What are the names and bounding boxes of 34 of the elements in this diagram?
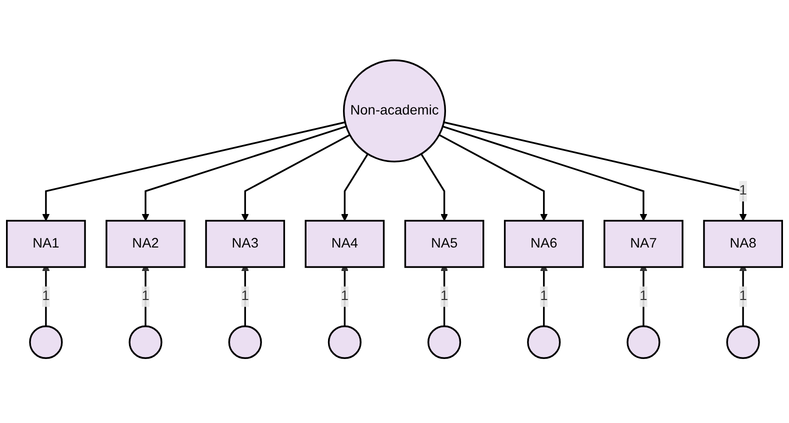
arrow bbox=[340, 154, 369, 222]
node-box: NA1 bbox=[6, 220, 86, 268]
node-box: NA7 bbox=[604, 220, 684, 268]
node-circle bbox=[527, 325, 561, 360]
node-circle bbox=[228, 325, 262, 360]
node-box: NA3 bbox=[205, 220, 286, 268]
node-box: NA8 bbox=[703, 220, 783, 268]
node-circle bbox=[726, 325, 760, 360]
node-circle bbox=[328, 325, 362, 360]
node-box: NA2 bbox=[106, 220, 186, 268]
node-circle bbox=[128, 325, 162, 360]
arrow bbox=[42, 121, 346, 222]
edge-label: 1 bbox=[340, 288, 349, 304]
arrow bbox=[444, 121, 747, 222]
edge-label: 1 bbox=[640, 288, 648, 304]
arrow bbox=[142, 126, 347, 222]
node-circle bbox=[29, 325, 63, 360]
edge-label: 1 bbox=[142, 288, 150, 304]
node-box: NA6 bbox=[504, 220, 584, 268]
edge-label: 1 bbox=[540, 288, 548, 304]
arrow bbox=[438, 134, 548, 222]
arrow bbox=[442, 126, 648, 222]
node-box: NA4 bbox=[304, 220, 385, 268]
edge-label: 1 bbox=[42, 288, 50, 304]
edge-label: 1 bbox=[241, 288, 249, 304]
arrow bbox=[241, 134, 350, 222]
node-circle bbox=[427, 325, 462, 360]
edge-label: 1 bbox=[440, 288, 448, 304]
node-circle: Non-academic bbox=[342, 59, 446, 162]
node-circle bbox=[626, 325, 660, 360]
node-box: NA5 bbox=[404, 220, 484, 268]
edge-label: 1 bbox=[739, 183, 747, 198]
arrow bbox=[420, 154, 448, 222]
edge-label: 1 bbox=[739, 288, 747, 304]
